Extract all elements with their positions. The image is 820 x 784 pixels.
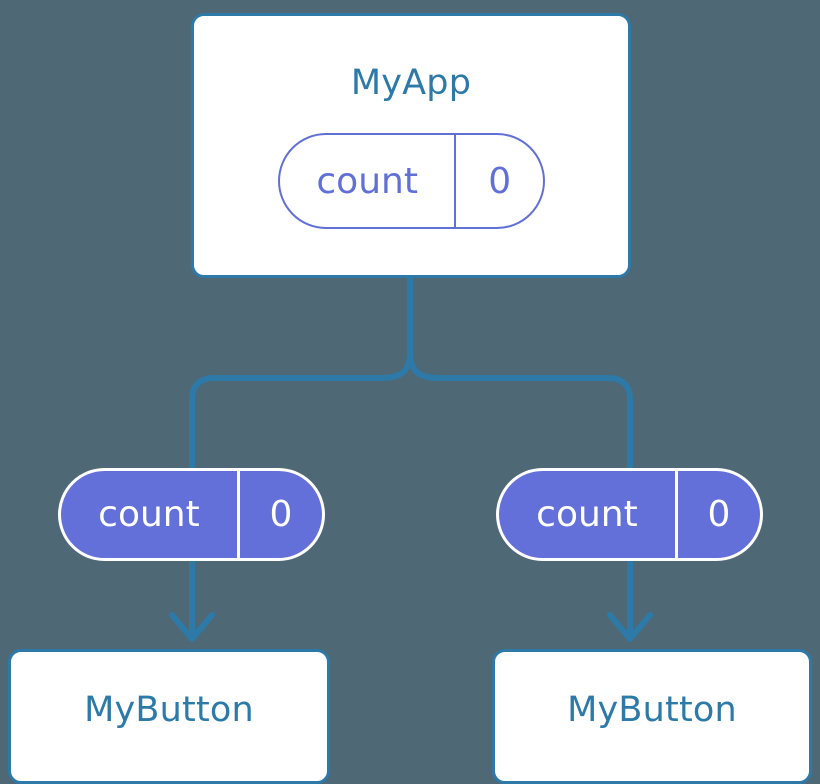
state-value-label: 0 [674, 471, 760, 558]
state-value-label: 0 [454, 135, 543, 227]
component-box-mybutton-right[interactable]: MyButton [492, 649, 812, 784]
component-label-myapp: MyApp [350, 63, 472, 103]
component-label-mybutton: MyButton [567, 690, 737, 730]
arrow-left-head-icon [169, 612, 215, 642]
state-key-label: count [98, 494, 200, 535]
connector-fork-left [189, 351, 413, 470]
state-key-label: count [316, 160, 418, 202]
state-pill-myapp[interactable]: count 0 [278, 133, 545, 229]
component-box-mybutton-left[interactable]: MyButton [8, 649, 330, 784]
state-pill-left-branch[interactable]: count 0 [58, 468, 325, 561]
component-label-mybutton: MyButton [84, 690, 254, 730]
state-value-label: 0 [236, 471, 322, 558]
state-pill-right-branch[interactable]: count 0 [496, 468, 763, 561]
state-key-label: count [536, 494, 638, 535]
arrow-right-head-icon [607, 612, 653, 642]
connector-fork-right [407, 351, 633, 470]
